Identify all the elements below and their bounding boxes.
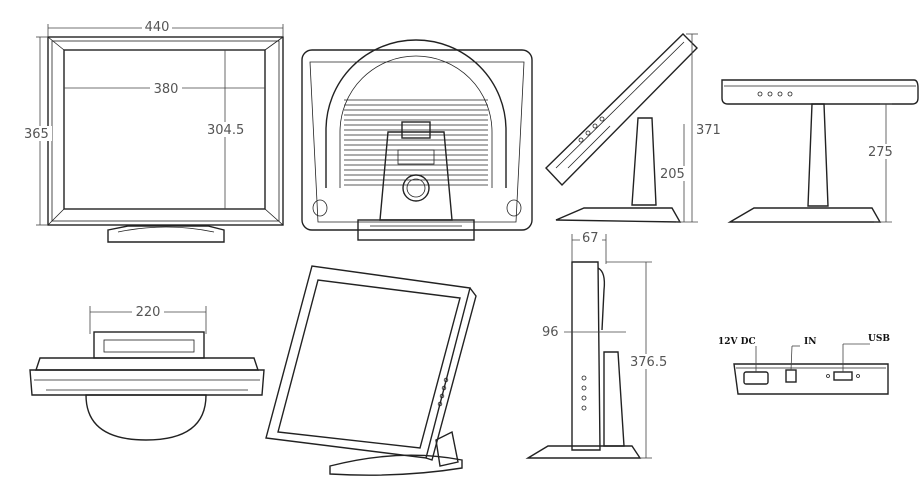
bottom-view: 220 — [29, 304, 265, 441]
connector-panel: 12V DC IN USB — [718, 334, 890, 395]
rear-housing — [301, 49, 533, 231]
video-in-port-label: IN — [804, 337, 816, 347]
side-monitor-body — [545, 33, 698, 187]
side-stand-base — [555, 207, 682, 223]
profile-height-label: 376.5 — [630, 355, 667, 370]
rear-stand-base — [357, 219, 475, 241]
side2-monitor-body — [721, 79, 919, 105]
bottom-stand-width-label: 220 — [136, 305, 161, 320]
front-view: 440 380 365 304.5 — [22, 19, 284, 243]
side2-stand-neck — [807, 103, 829, 207]
side-stand-neck — [631, 117, 657, 206]
profile-stand-base — [525, 445, 642, 459]
bottom-stand-hinge — [93, 331, 205, 359]
rear-view — [301, 39, 533, 241]
power-port — [743, 371, 769, 385]
front-screen-width-label: 380 — [154, 82, 179, 97]
power-port-label: 12V DC — [718, 337, 756, 347]
side-total-height-label: 371 — [696, 123, 721, 138]
iso-stand-base — [329, 454, 463, 476]
video-in-port — [785, 369, 797, 383]
side-view-2: 275 — [721, 79, 919, 223]
usb-port — [833, 371, 853, 381]
profile-depth-label: 67 — [582, 231, 599, 246]
bottom-monitor-body — [29, 369, 265, 396]
profile-view: 67 96 376.5 — [525, 230, 670, 459]
front-width-label: 440 — [145, 20, 170, 35]
usb-port-label: USB — [868, 334, 890, 344]
side2-height-label: 275 — [868, 145, 893, 160]
bottom-stand-base — [85, 394, 207, 441]
front-screen — [63, 49, 266, 210]
front-stand-base — [107, 225, 225, 243]
profile-monitor-body — [571, 261, 601, 451]
rear-vent-arch — [325, 39, 507, 188]
front-screen-height-label: 304.5 — [207, 123, 244, 138]
tilted-side-view: 371 205 — [545, 33, 721, 223]
iso-screen — [277, 279, 461, 449]
profile-stand-neck — [603, 351, 625, 447]
front-height-label: 365 — [24, 127, 49, 142]
isometric-view — [265, 265, 477, 476]
side2-stand-base — [727, 207, 882, 223]
side-stand-height-label: 205 — [660, 167, 685, 182]
front-bezel-outer — [47, 36, 284, 226]
profile-offset-label: 96 — [542, 325, 559, 340]
connector-panel-body — [733, 363, 889, 395]
